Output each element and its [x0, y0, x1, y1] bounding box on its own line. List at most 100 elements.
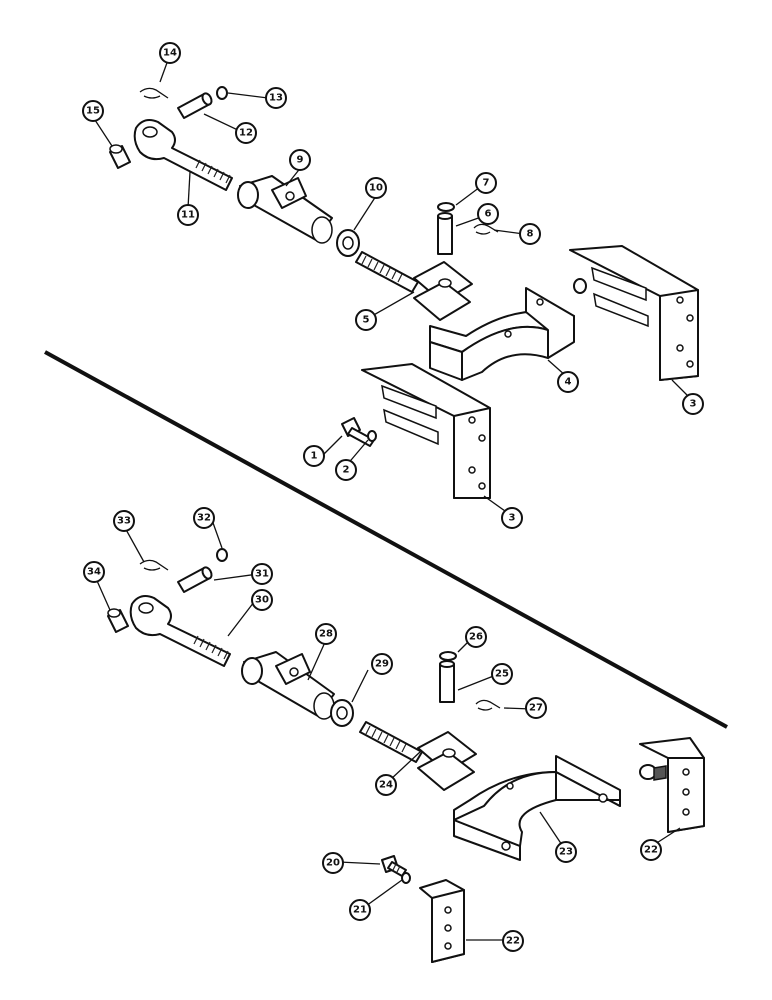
callout-5-label: 5: [363, 315, 370, 326]
callout-32: 32: [193, 507, 215, 529]
callout-26: 26: [465, 626, 487, 648]
part-15-bushing: [109, 144, 131, 169]
part-2-washer: [367, 430, 377, 442]
callout-24: 24: [375, 774, 397, 796]
callout-1: 1: [303, 445, 325, 467]
callout-9-label: 9: [297, 155, 304, 166]
part-14-clip-pin: [139, 87, 169, 99]
callout-12-label: 12: [239, 128, 253, 139]
part-30-threaded-rod-end: [129, 595, 231, 667]
callout-21-label: 21: [353, 905, 367, 916]
callout-34: 34: [83, 561, 105, 583]
callout-6: 6: [477, 203, 499, 225]
callout-2: 2: [335, 459, 357, 481]
callout-34-label: 34: [87, 567, 101, 578]
callout-31: 31: [251, 563, 273, 585]
callout-9: 9: [289, 149, 311, 171]
part-27-clip-pin: [475, 699, 501, 711]
callout-12: 12: [235, 122, 257, 144]
callout-2-label: 2: [343, 465, 350, 476]
callout-32-label: 32: [197, 513, 211, 524]
part-20-bolt: [381, 855, 407, 877]
callout-25: 25: [491, 663, 513, 685]
callout-14: 14: [159, 42, 181, 64]
part-21-washer: [401, 872, 411, 884]
callout-3-right: 3: [682, 393, 704, 415]
callout-30-label: 30: [255, 595, 269, 606]
callout-29-label: 29: [375, 659, 389, 670]
callout-27-label: 27: [529, 703, 543, 714]
callout-28-label: 28: [319, 629, 333, 640]
callout-23: 23: [555, 841, 577, 863]
callout-29: 29: [371, 653, 393, 675]
part-11-threaded-rod-end: [133, 119, 233, 191]
upper-assembly: [109, 86, 699, 499]
callout-33-label: 33: [117, 516, 131, 527]
callout-10-label: 10: [369, 183, 383, 194]
part-12-pin: [177, 92, 213, 119]
part-26-retaining-ring: [439, 651, 457, 661]
callout-3-left-label: 3: [509, 513, 516, 524]
callout-5: 5: [355, 309, 377, 331]
callout-15-label: 15: [86, 106, 100, 117]
callout-14-label: 14: [163, 48, 177, 59]
callout-22-lower: 22: [502, 930, 524, 952]
callout-33: 33: [113, 510, 135, 532]
part-3-bracket-left: [361, 363, 491, 499]
callout-1-label: 1: [311, 451, 318, 462]
callout-7-label: 7: [483, 178, 490, 189]
callout-8: 8: [519, 223, 541, 245]
callout-27: 27: [525, 697, 547, 719]
part-32-washer: [216, 548, 228, 562]
callout-4: 4: [557, 371, 579, 393]
callout-13: 13: [265, 87, 287, 109]
part-13-washer: [216, 86, 228, 100]
callout-20-label: 20: [326, 858, 340, 869]
callout-15: 15: [82, 100, 104, 122]
callout-21: 21: [349, 899, 371, 921]
callout-3-left: 3: [501, 507, 523, 529]
callout-3-right-label: 3: [690, 399, 697, 410]
callout-6-label: 6: [485, 209, 492, 220]
callout-25-label: 25: [495, 669, 509, 680]
part-28-tube: [241, 651, 335, 720]
callout-26-label: 26: [469, 632, 483, 643]
callout-23-label: 23: [559, 847, 573, 858]
callout-22-lower-label: 22: [506, 936, 520, 947]
part-22-bracket-lower: [419, 879, 465, 963]
part-31-pin: [177, 566, 213, 593]
lower-assembly: [107, 548, 705, 963]
part-10-nut: [336, 229, 360, 257]
callout-10: 10: [365, 177, 387, 199]
part-34-bushing: [107, 608, 129, 633]
callout-13-label: 13: [269, 93, 283, 104]
part-6-pin: [437, 212, 453, 255]
part-4-arc-bar: [429, 287, 575, 381]
callout-markers: 14 13 12 15 11 9 10 7 6 8 5 4 3 1 2 3 33…: [82, 42, 704, 952]
callout-11-label: 11: [181, 210, 195, 221]
divider-line: [44, 350, 728, 729]
callout-22-right-label: 22: [644, 845, 658, 856]
part-3-bracket-right: [569, 245, 699, 381]
part-24-threaded-clevis: [359, 721, 477, 791]
callout-24-label: 24: [379, 780, 393, 791]
callout-28: 28: [315, 623, 337, 645]
part-8-clip-pin: [473, 223, 499, 235]
callout-7: 7: [475, 172, 497, 194]
part-7-retaining-ring: [437, 202, 455, 212]
callout-20: 20: [322, 852, 344, 874]
callout-30: 30: [251, 589, 273, 611]
callout-22-right: 22: [640, 839, 662, 861]
callout-8-label: 8: [527, 229, 534, 240]
part-22-bracket-right: [639, 737, 705, 833]
part-9-tube: [237, 175, 333, 244]
callout-11: 11: [177, 204, 199, 226]
callout-4-label: 4: [565, 377, 572, 388]
part-23-arc-bar: [453, 755, 621, 861]
part-25-pin: [439, 660, 455, 703]
part-33-clip-pin: [139, 559, 169, 571]
part-5-threaded-clevis: [355, 251, 473, 321]
callout-31-label: 31: [255, 569, 269, 580]
part-29-nut: [330, 699, 354, 727]
